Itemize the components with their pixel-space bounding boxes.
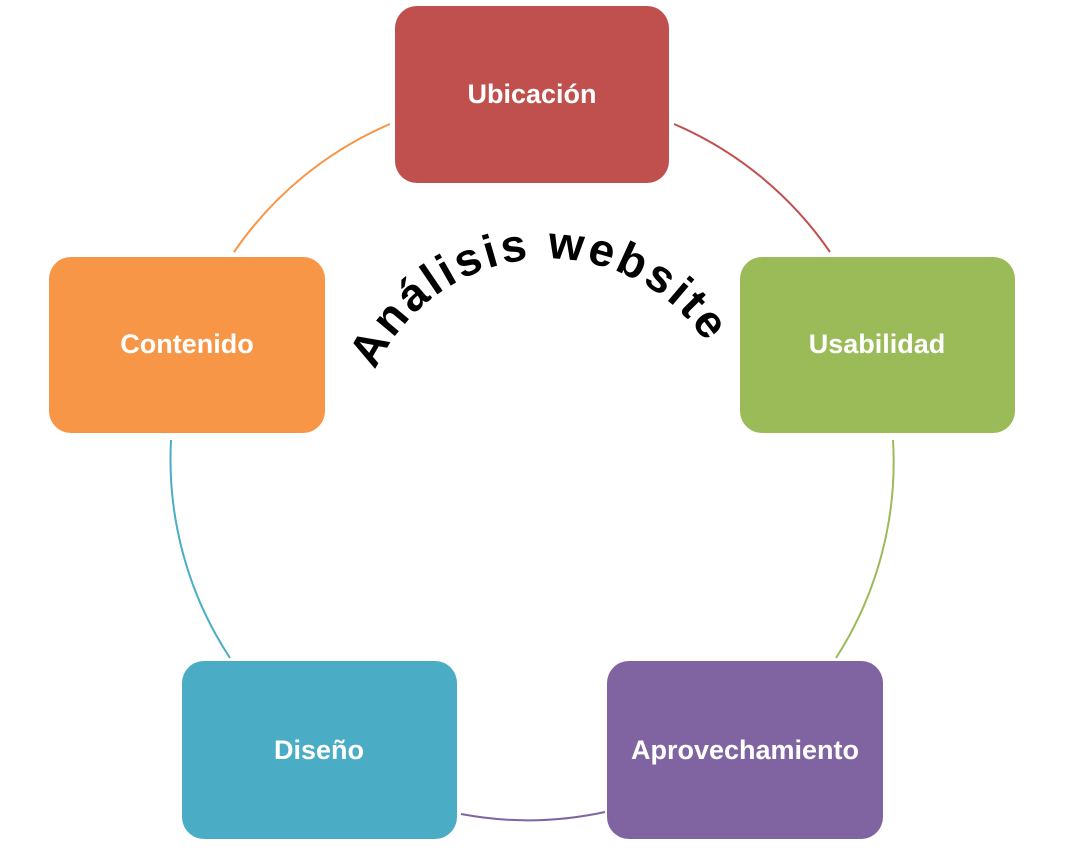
node-box-aprovechamiento xyxy=(607,661,883,839)
node-label-ubicacion: Ubicación xyxy=(467,79,596,109)
node-label-contenido: Contenido xyxy=(120,329,253,359)
node-ubicacion: Ubicación xyxy=(395,6,669,183)
connector-arc-contenido-ubicacion xyxy=(233,123,391,253)
diagram-title: Análisis website xyxy=(338,216,741,375)
node-label-usabilidad: Usabilidad xyxy=(809,329,946,359)
connector-arc-ubicacion-usabilidad xyxy=(673,123,831,253)
node-box-usabilidad xyxy=(740,257,1015,433)
connector-arc-aprovechamiento-diseno xyxy=(460,811,606,822)
node-diseno: Diseño xyxy=(182,661,457,839)
diagram-title-path: Análisis website xyxy=(338,216,738,375)
node-contenido: Contenido xyxy=(49,257,325,433)
connector-arc-diseno-contenido xyxy=(169,439,231,659)
node-aprovechamiento: Aprovechamiento xyxy=(607,661,883,839)
node-box-ubicacion xyxy=(395,6,669,183)
node-usabilidad: Usabilidad xyxy=(740,257,1015,433)
node-label-aprovechamiento: Aprovechamiento xyxy=(631,735,859,765)
connector-arc-usabilidad-aprovechamiento xyxy=(835,439,895,659)
node-box-contenido xyxy=(49,257,325,433)
node-box-diseno xyxy=(182,661,457,839)
node-label-diseno: Diseño xyxy=(274,735,364,765)
